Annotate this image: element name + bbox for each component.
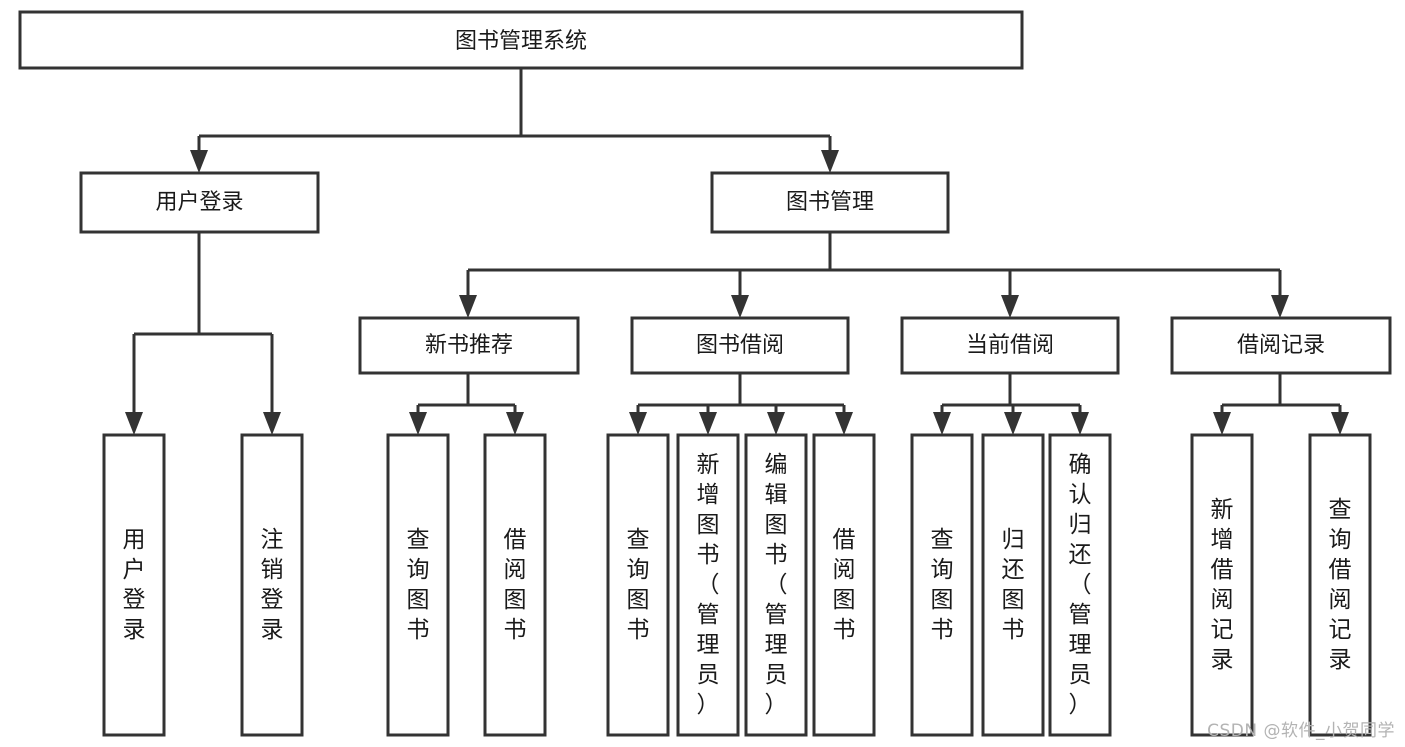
connector-book-borrow-branch — [636, 373, 846, 422]
node-book-borrow[interactable]: 图书借阅 — [630, 316, 850, 375]
arrow-leaf-br-2 — [1331, 412, 1349, 435]
leaf-query-book-nbr-box — [386, 433, 450, 737]
arrow-leaf-bb-1 — [629, 412, 647, 435]
leaf-user-login[interactable]: 用户登录 — [102, 433, 166, 737]
leaf-query-borrow-record-label: 查询借阅记录 — [1329, 497, 1352, 673]
leaf-borrow-book-bb-label: 借阅图书 — [833, 527, 856, 643]
connector-user-login-branch — [132, 232, 274, 422]
node-current-borrow[interactable]: 当前借阅 — [900, 316, 1120, 375]
leaf-confirm-return-admin[interactable]: 确认归还（管理员） — [1048, 433, 1112, 737]
leaf-edit-book-admin-label: 编辑图书（管理员） — [765, 452, 788, 718]
leaf-logout-box — [240, 433, 304, 737]
node-book-borrow-label: 图书借阅 — [696, 333, 784, 358]
leaf-query-book-bb[interactable]: 查询图书 — [606, 433, 670, 737]
leaf-borrow-book-bb-box — [812, 433, 876, 737]
node-new-book-recommend-box — [358, 316, 580, 375]
connector-new-book-rec-branch — [416, 373, 517, 422]
leaf-user-login-label: 用户登录 — [123, 527, 146, 643]
leaf-user-login-box — [102, 433, 166, 737]
arrow-to-current-borrow — [1001, 295, 1019, 318]
node-root-box — [18, 10, 1024, 70]
leaf-query-book-cb-box — [910, 433, 974, 737]
arrow-leaf-nbr-2 — [506, 412, 524, 435]
node-borrow-record-box — [1170, 316, 1392, 375]
node-book-borrow-box — [630, 316, 850, 375]
leaf-query-book-nbr[interactable]: 查询图书 — [386, 433, 450, 737]
arrow-leaf-bb-2 — [699, 412, 717, 435]
arrow-to-logout-leaf — [263, 412, 281, 435]
leaf-query-borrow-record[interactable]: 查询借阅记录 — [1308, 433, 1372, 737]
node-borrow-record[interactable]: 借阅记录 — [1170, 316, 1392, 375]
leaf-confirm-return-admin-label: 确认归还（管理员） — [1069, 452, 1092, 718]
leaf-query-book-bb-box — [606, 433, 670, 737]
leaf-borrow-book-nbr-box — [483, 433, 547, 737]
leaf-borrow-book-nbr-label: 借阅图书 — [504, 527, 527, 643]
leaf-logout-label: 注销登录 — [261, 527, 284, 643]
arrow-leaf-cb-3 — [1071, 412, 1089, 435]
node-user-login-box — [79, 171, 320, 234]
node-book-management-label: 图书管理 — [786, 190, 874, 215]
leaf-query-book-bb-label: 查询图书 — [627, 527, 650, 643]
node-root-system[interactable]: 图书管理系统 — [18, 10, 1024, 70]
node-new-book-recommend-label: 新书推荐 — [425, 333, 513, 358]
arrow-to-book-manage — [821, 150, 839, 173]
leaf-edit-book-admin-box — [744, 433, 808, 737]
node-root-label: 图书管理系统 — [455, 29, 587, 54]
leaf-return-book[interactable]: 归还图书 — [981, 433, 1045, 737]
node-current-borrow-box — [900, 316, 1120, 375]
leaf-edit-book-admin[interactable]: 编辑图书（管理员） — [744, 433, 808, 737]
arrow-leaf-bb-3 — [767, 412, 785, 435]
leaf-return-book-box — [981, 433, 1045, 737]
leaf-add-borrow-record[interactable]: 新增借阅记录 — [1190, 433, 1254, 737]
arrow-to-new-book-rec — [459, 295, 477, 318]
node-book-management[interactable]: 图书管理 — [710, 171, 950, 234]
leaf-query-book-cb-label: 查询图书 — [931, 527, 954, 643]
arrow-leaf-cb-1 — [933, 412, 951, 435]
leaf-borrow-book-nbr[interactable]: 借阅图书 — [483, 433, 547, 737]
leaf-query-book-cb[interactable]: 查询图书 — [910, 433, 974, 737]
connector-book-manage-branch — [466, 232, 1282, 305]
leaf-confirm-return-admin-box — [1048, 433, 1112, 737]
connector-root-trunk — [197, 68, 832, 160]
leaf-add-book-admin[interactable]: 新增图书（管理员） — [676, 433, 740, 737]
leaf-borrow-book-bb[interactable]: 借阅图书 — [812, 433, 876, 737]
leaf-query-borrow-record-box — [1308, 433, 1372, 737]
csdn-watermark: CSDN @软件_小贺同学 — [1207, 721, 1395, 741]
node-borrow-record-label: 借阅记录 — [1237, 333, 1325, 358]
connector-layer — [125, 68, 1349, 435]
leaf-return-book-label: 归还图书 — [1002, 527, 1025, 643]
arrow-leaf-bb-4 — [835, 412, 853, 435]
arrow-to-user-login-leaf — [125, 412, 143, 435]
node-user-login[interactable]: 用户登录 — [79, 171, 320, 234]
leaf-add-borrow-record-label: 新增借阅记录 — [1211, 497, 1234, 673]
arrow-to-book-borrow — [731, 295, 749, 318]
leaf-add-book-admin-label: 新增图书（管理员） — [697, 452, 720, 718]
leaf-logout[interactable]: 注销登录 — [240, 433, 304, 737]
leaf-query-book-nbr-label: 查询图书 — [407, 527, 430, 643]
arrow-leaf-cb-2 — [1004, 412, 1022, 435]
node-book-management-box — [710, 171, 950, 234]
node-current-borrow-label: 当前借阅 — [966, 333, 1054, 358]
leaf-add-borrow-record-box — [1190, 433, 1254, 737]
leaf-add-book-admin-box — [676, 433, 740, 737]
connector-borrow-record-branch — [1220, 373, 1342, 422]
node-new-book-recommend[interactable]: 新书推荐 — [358, 316, 580, 375]
arrow-to-user-login — [190, 150, 208, 173]
node-user-login-label: 用户登录 — [155, 190, 243, 215]
arrow-to-borrow-record — [1271, 295, 1289, 318]
arrow-leaf-br-1 — [1213, 412, 1231, 435]
arrow-leaf-nbr-1 — [409, 412, 427, 435]
